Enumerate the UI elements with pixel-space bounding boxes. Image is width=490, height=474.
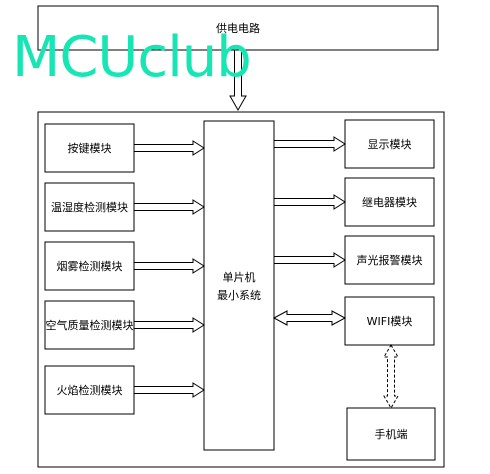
mcu-block: 单片机 最小系统	[203, 120, 275, 451]
input-module-label: 火焰检测模块	[57, 383, 123, 397]
power-to-system-arrow	[229, 49, 247, 112]
input-module-flame: 火焰检测模块	[44, 365, 135, 415]
output-module-label: 继电器模块	[362, 196, 417, 209]
output-arrow-relay	[273, 194, 346, 210]
input-arrow-smoke	[133, 258, 205, 274]
output-module-label: 声光报警模块	[357, 253, 423, 267]
output-module-sound-light-alarm: 声光报警模块	[344, 235, 435, 285]
mcu-label-line1: 单片机	[223, 270, 256, 284]
input-module-air-quality: 空气质量检测模块	[44, 300, 135, 350]
watermark-logo: MCUclub	[12, 25, 251, 90]
input-module-smoke: 烟雾检测模块	[44, 241, 135, 291]
output-module-label: 显示模块	[368, 138, 412, 151]
bidirectional-arrow-mcu-wifi	[272, 310, 347, 326]
output-arrow-display	[273, 136, 346, 152]
input-arrow-flame	[133, 382, 205, 398]
input-module-label: 烟雾检测模块	[57, 259, 123, 273]
input-arrow-temp-humidity	[133, 199, 205, 215]
wireless-link-arrow	[383, 344, 399, 409]
power-supply-label: 供电电路	[216, 21, 260, 35]
phone-terminal-block: 手机端	[346, 407, 436, 461]
output-arrow-sound-light-alarm	[273, 252, 346, 268]
power-supply-block: 供电电路	[37, 5, 439, 51]
output-module-display: 显示模块	[344, 119, 435, 169]
output-module-label: WIFI模块	[367, 315, 413, 328]
input-module-key: 按键模块	[44, 123, 135, 173]
input-arrow-air-quality	[133, 317, 205, 333]
input-module-label: 空气质量检测模块	[46, 318, 134, 332]
mcu-label-line2: 最小系统	[217, 289, 261, 302]
input-module-label: 温湿度检测模块	[51, 200, 128, 214]
input-module-label: 按键模块	[68, 141, 112, 155]
output-module-wifi: WIFI模块	[344, 296, 435, 346]
input-arrow-key	[133, 140, 205, 156]
input-module-temp-humidity: 温湿度检测模块	[44, 182, 135, 232]
phone-terminal-label: 手机端	[375, 427, 408, 441]
output-module-relay: 继电器模块	[344, 177, 435, 227]
